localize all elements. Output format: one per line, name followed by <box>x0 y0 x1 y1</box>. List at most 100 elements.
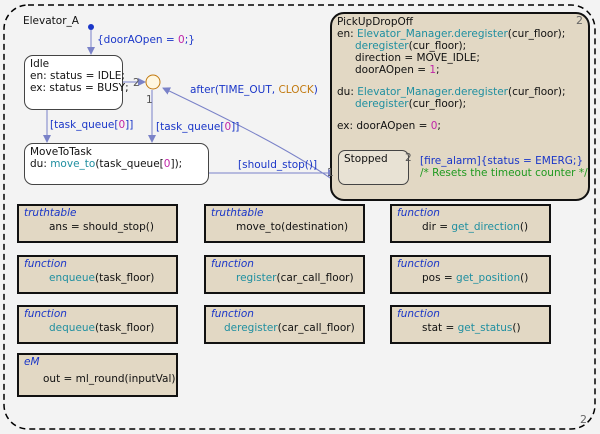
du-args-a: (task_queue[ <box>95 158 164 170</box>
after-timeout-label[interactable]: after(TIME_OUT, CLOCK) <box>190 84 318 96</box>
state-movetotask-name: MoveToTask <box>30 146 92 158</box>
du-fn: move_to <box>50 158 96 170</box>
fn-signature: ans = should_stop() <box>49 221 154 234</box>
fn-sig-part: (task_floor) <box>95 322 155 334</box>
fn-sig-part: get_status <box>457 322 513 334</box>
state-movetotask[interactable]: MoveToTask du: move_to(task_queue[0]); <box>24 143 209 185</box>
state-pickup-du-1: du: Elevator_Manager.deregister(cur_floo… <box>337 86 583 98</box>
fn-signature: stat = get_status() <box>422 322 521 335</box>
chart-corner-number: 2 <box>580 413 587 426</box>
fn-sig-part: stat = <box>422 322 458 334</box>
state-pickup-exit: ex: doorAOpen = 0; <box>337 120 583 132</box>
du-fn-1: Elevator_Manager.deregister <box>357 86 508 98</box>
ex-val: 0 <box>430 120 438 132</box>
state-stopped-name: Stopped <box>344 153 388 165</box>
en-args-1: (cur_floor); <box>507 28 566 40</box>
ex-b: ; <box>437 120 441 132</box>
tq-left-b: ]] <box>125 119 134 131</box>
fn-sig-part: dir = <box>422 221 452 233</box>
fn-sig-part: register <box>236 272 277 284</box>
state-movetotask-during: du: move_to(task_queue[0]); <box>30 158 203 170</box>
fn-sig-part: deregister <box>224 322 278 334</box>
fn-sig-part: () <box>512 322 521 334</box>
fn-signature: register(car_call_floor) <box>236 272 354 285</box>
should-stop-label[interactable]: [should_stop()] <box>238 159 318 171</box>
tq-right-idx: 0 <box>224 121 232 133</box>
state-pickup-en-2: deregister(cur_floor); <box>337 40 583 52</box>
fn-kind: truthtable <box>211 207 264 219</box>
fn-box-move-to[interactable]: truthtable move_to(destination) <box>204 204 365 243</box>
fn-box-deregister[interactable]: function deregister(car_call_floor) <box>204 305 365 344</box>
default-suffix: ;} <box>184 34 195 46</box>
tq-left-a: [task_queue[ <box>50 119 119 131</box>
fn-kind: function <box>397 258 440 270</box>
chart-name: Elevator_A <box>23 15 79 27</box>
fn-signature: move_to(destination) <box>236 221 348 234</box>
fn-sig-part: get_direction <box>451 221 520 233</box>
fn-kind: eM <box>24 356 40 368</box>
state-pickup-en-4: doorAOpen = 1; <box>337 64 583 76</box>
fn-signature: deregister(car_call_floor) <box>224 322 355 335</box>
fn-signature: pos = get_position() <box>422 272 528 285</box>
du-args-2: (cur_floor); <box>408 98 467 110</box>
fn-sig-part: out = ml_round(inputVal) <box>43 373 176 385</box>
fn-kind: function <box>211 258 254 270</box>
state-pickup-name: PickUpDropOff <box>337 16 413 28</box>
en-prefix: en: <box>337 28 357 40</box>
state-stopped[interactable]: Stopped <box>338 150 409 185</box>
fn-sig-part: () <box>519 221 529 233</box>
timeout-comment: /* Resets the timeout counter */ <box>420 167 588 179</box>
ex-a: ex: doorAOpen = <box>337 120 431 132</box>
after-b: ) <box>313 84 318 96</box>
default-value: 0 <box>178 34 185 46</box>
fn-kind: function <box>24 308 67 320</box>
tq-right-a: [task_queue[ <box>156 121 225 133</box>
state-pickup-en-3: direction = MOVE_IDLE; <box>355 52 480 64</box>
fn-box-dequeue[interactable]: function dequeue(task_floor) <box>17 305 178 344</box>
connective-junction[interactable] <box>145 74 161 90</box>
en-line4-b: ; <box>436 64 440 76</box>
stopped-loop-number: 2 <box>405 152 412 164</box>
fn-sig-part: ans = should_stop() <box>49 221 154 233</box>
junction-number-2: 2 <box>133 77 140 89</box>
fn-sig-part: (car_call_floor) <box>277 322 355 334</box>
fn-signature: dequeue(task_floor) <box>49 322 154 335</box>
fn-sig-part: get_position <box>456 272 521 284</box>
state-idle[interactable]: Idle en: status = IDLE; ex: status = BUS… <box>24 55 129 110</box>
fn-signature: enqueue(task_floor) <box>49 272 154 285</box>
default-transition-label[interactable]: {doorAOpen = 0;} <box>97 34 195 46</box>
after-kw: after <box>190 84 215 96</box>
task-queue-label-left[interactable]: [task_queue[0]] <box>50 119 133 131</box>
state-idle-exit: ex: status = BUSY; <box>30 82 129 94</box>
fn-kind: function <box>24 258 67 270</box>
fire-alarm-label[interactable]: [fire_alarm]{status = EMERG;} <box>420 155 584 167</box>
state-pickup-du-2: deregister(cur_floor); <box>337 98 583 110</box>
after-a: (TIME_OUT, <box>214 84 279 96</box>
du-prefix: du: <box>30 158 51 170</box>
fn-box-get-position[interactable]: function pos = get_position() <box>390 255 551 294</box>
chart-boundary <box>3 4 596 430</box>
fn-box-register[interactable]: function register(car_call_floor) <box>204 255 365 294</box>
en-fn-1: Elevator_Manager.deregister <box>357 28 508 40</box>
fn-box-should-stop[interactable]: truthtable ans = should_stop() <box>17 204 178 243</box>
du-args-b: ]); <box>170 158 183 170</box>
state-pickup-en-1: en: Elevator_Manager.deregister(cur_floo… <box>337 28 583 40</box>
task-queue-label-right[interactable]: [task_queue[0]] <box>156 121 239 133</box>
fn-sig-part: pos = <box>422 272 457 284</box>
fn-kind: truthtable <box>24 207 77 219</box>
fn-kind: function <box>211 308 254 320</box>
en-args-2: (cur_floor); <box>408 40 467 52</box>
fn-box-enqueue[interactable]: function enqueue(task_floor) <box>17 255 178 294</box>
stopped-in-number: 1 <box>327 167 334 179</box>
fn-sig-part: dequeue <box>49 322 96 334</box>
tq-left-idx: 0 <box>118 119 126 131</box>
en-fn-2: deregister <box>355 40 409 52</box>
fn-sig-part: (task_floor) <box>95 272 155 284</box>
default-transition-dot[interactable] <box>88 24 94 30</box>
after-timeout-arrow[interactable] <box>162 87 334 181</box>
en-line4-a: doorAOpen = <box>355 64 430 76</box>
